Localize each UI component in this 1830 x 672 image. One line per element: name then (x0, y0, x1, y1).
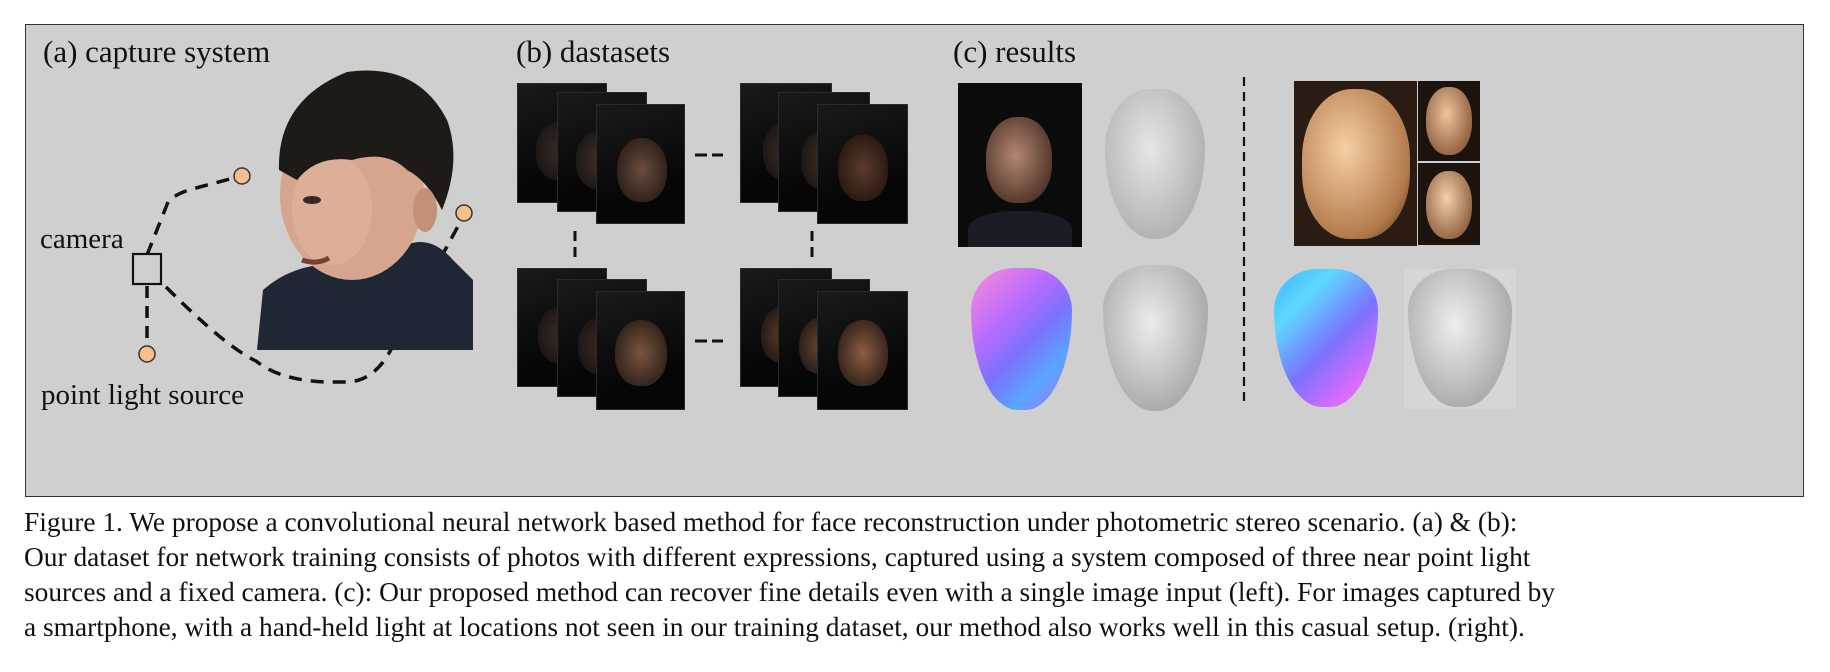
dataset-frame (817, 291, 908, 410)
dataset-frame (817, 104, 908, 224)
dataset-frame (596, 291, 685, 410)
capture-system-diagram (131, 167, 473, 384)
panel-a-label: (a) capture system (43, 34, 271, 69)
dataset-dashes (573, 77, 1246, 405)
camera-icon (131, 252, 163, 286)
camera-label: camera (40, 223, 124, 255)
result-input-photo (958, 83, 1082, 247)
smartphone-detailed-mesh (1404, 269, 1516, 409)
result-normal-map (969, 268, 1074, 410)
caption-line: a smartphone, with a hand-held light at … (24, 612, 1525, 642)
smartphone-photo-main (1294, 81, 1417, 246)
result-coarse-mesh (1099, 87, 1211, 247)
panel-b-label: (b) dastasets (516, 34, 671, 69)
subject-photo (257, 70, 473, 350)
figure-panel: (a) capture system camera point light so… (25, 24, 1804, 497)
caption-line: Figure 1. We propose a convolutional neu… (24, 507, 1518, 537)
light-source-top (233, 167, 251, 185)
smartphone-photo-small (1418, 81, 1480, 161)
smartphone-photo-small (1418, 163, 1480, 245)
dataset-frame (596, 104, 685, 224)
result-detailed-mesh (1099, 265, 1212, 413)
light-source-label: point light source (41, 379, 244, 411)
figure-caption: Figure 1. We propose a convolutional neu… (24, 505, 1806, 645)
light-source-right (455, 204, 473, 222)
light-source-bottom (138, 345, 156, 363)
smartphone-normal-map (1272, 269, 1380, 409)
panel-c-label: (c) results (953, 34, 1077, 69)
caption-line: sources and a fixed camera. (c): Our pro… (24, 577, 1556, 607)
caption-line: Our dataset for network training consist… (24, 542, 1531, 572)
wire-top (145, 174, 242, 256)
